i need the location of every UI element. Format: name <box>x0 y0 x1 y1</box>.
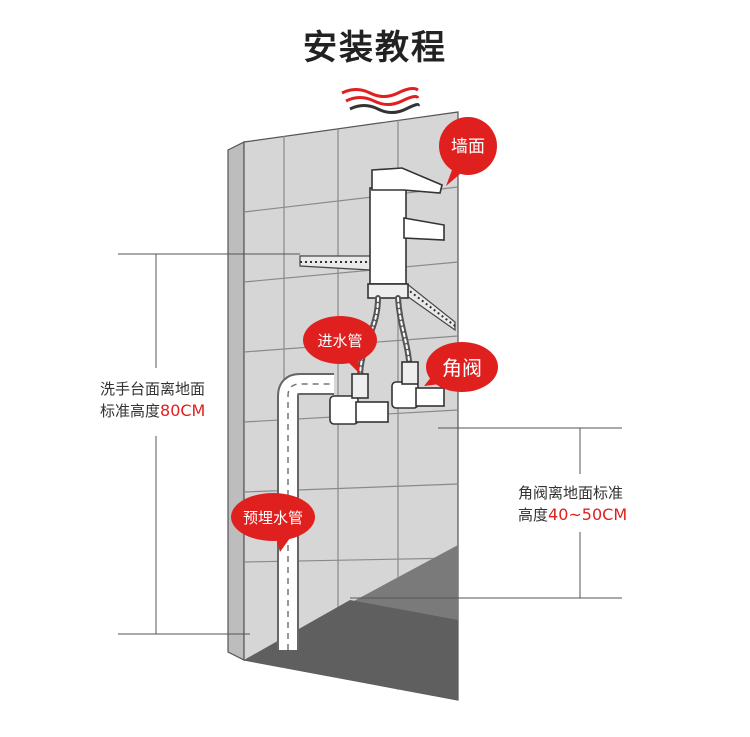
basin-height-dimension <box>118 253 300 635</box>
basin-height-line2: 标准高度80CM <box>100 400 205 422</box>
wall-edge <box>227 141 245 661</box>
basin-height-line1: 洗手台面离地面 <box>100 380 206 398</box>
valve-height-prefix: 高度 <box>518 506 549 524</box>
valve-height-line1: 角阀离地面标准 <box>518 484 624 502</box>
valve-height-line2: 高度40~50CM <box>518 504 627 526</box>
valve-height-dimension <box>350 427 622 599</box>
basin-height-prefix: 标准高度 <box>100 402 161 420</box>
floor-shadow <box>244 600 458 700</box>
wall-label-bubble: 墙面 <box>439 117 497 186</box>
basin-height-value: 80CM <box>160 401 206 420</box>
title-decoration <box>341 87 420 114</box>
valve-height-note: 角阀离地面标准 高度40~50CM <box>518 482 627 526</box>
embedded-pipe <box>277 373 334 650</box>
basin-height-note: 洗手台面离地面 标准高度80CM <box>100 378 205 422</box>
faucet <box>367 167 445 299</box>
inlet-pipe-label: 进水管 <box>317 332 362 350</box>
page-title: 安装教程 <box>303 28 447 68</box>
embedded-pipe-bubble: 预埋水管 <box>231 493 315 552</box>
angle-valve-label: 角阀 <box>442 356 482 380</box>
angle-valve-right <box>391 361 445 409</box>
embedded-pipe-label: 预埋水管 <box>243 509 303 527</box>
angle-valve-bubble: 角阀 <box>424 342 498 392</box>
angle-valve-left <box>329 373 389 425</box>
valve-height-value: 40~50CM <box>548 505 628 524</box>
wall-label: 墙面 <box>451 137 485 157</box>
inlet-pipe-bubble: 进水管 <box>303 316 377 374</box>
